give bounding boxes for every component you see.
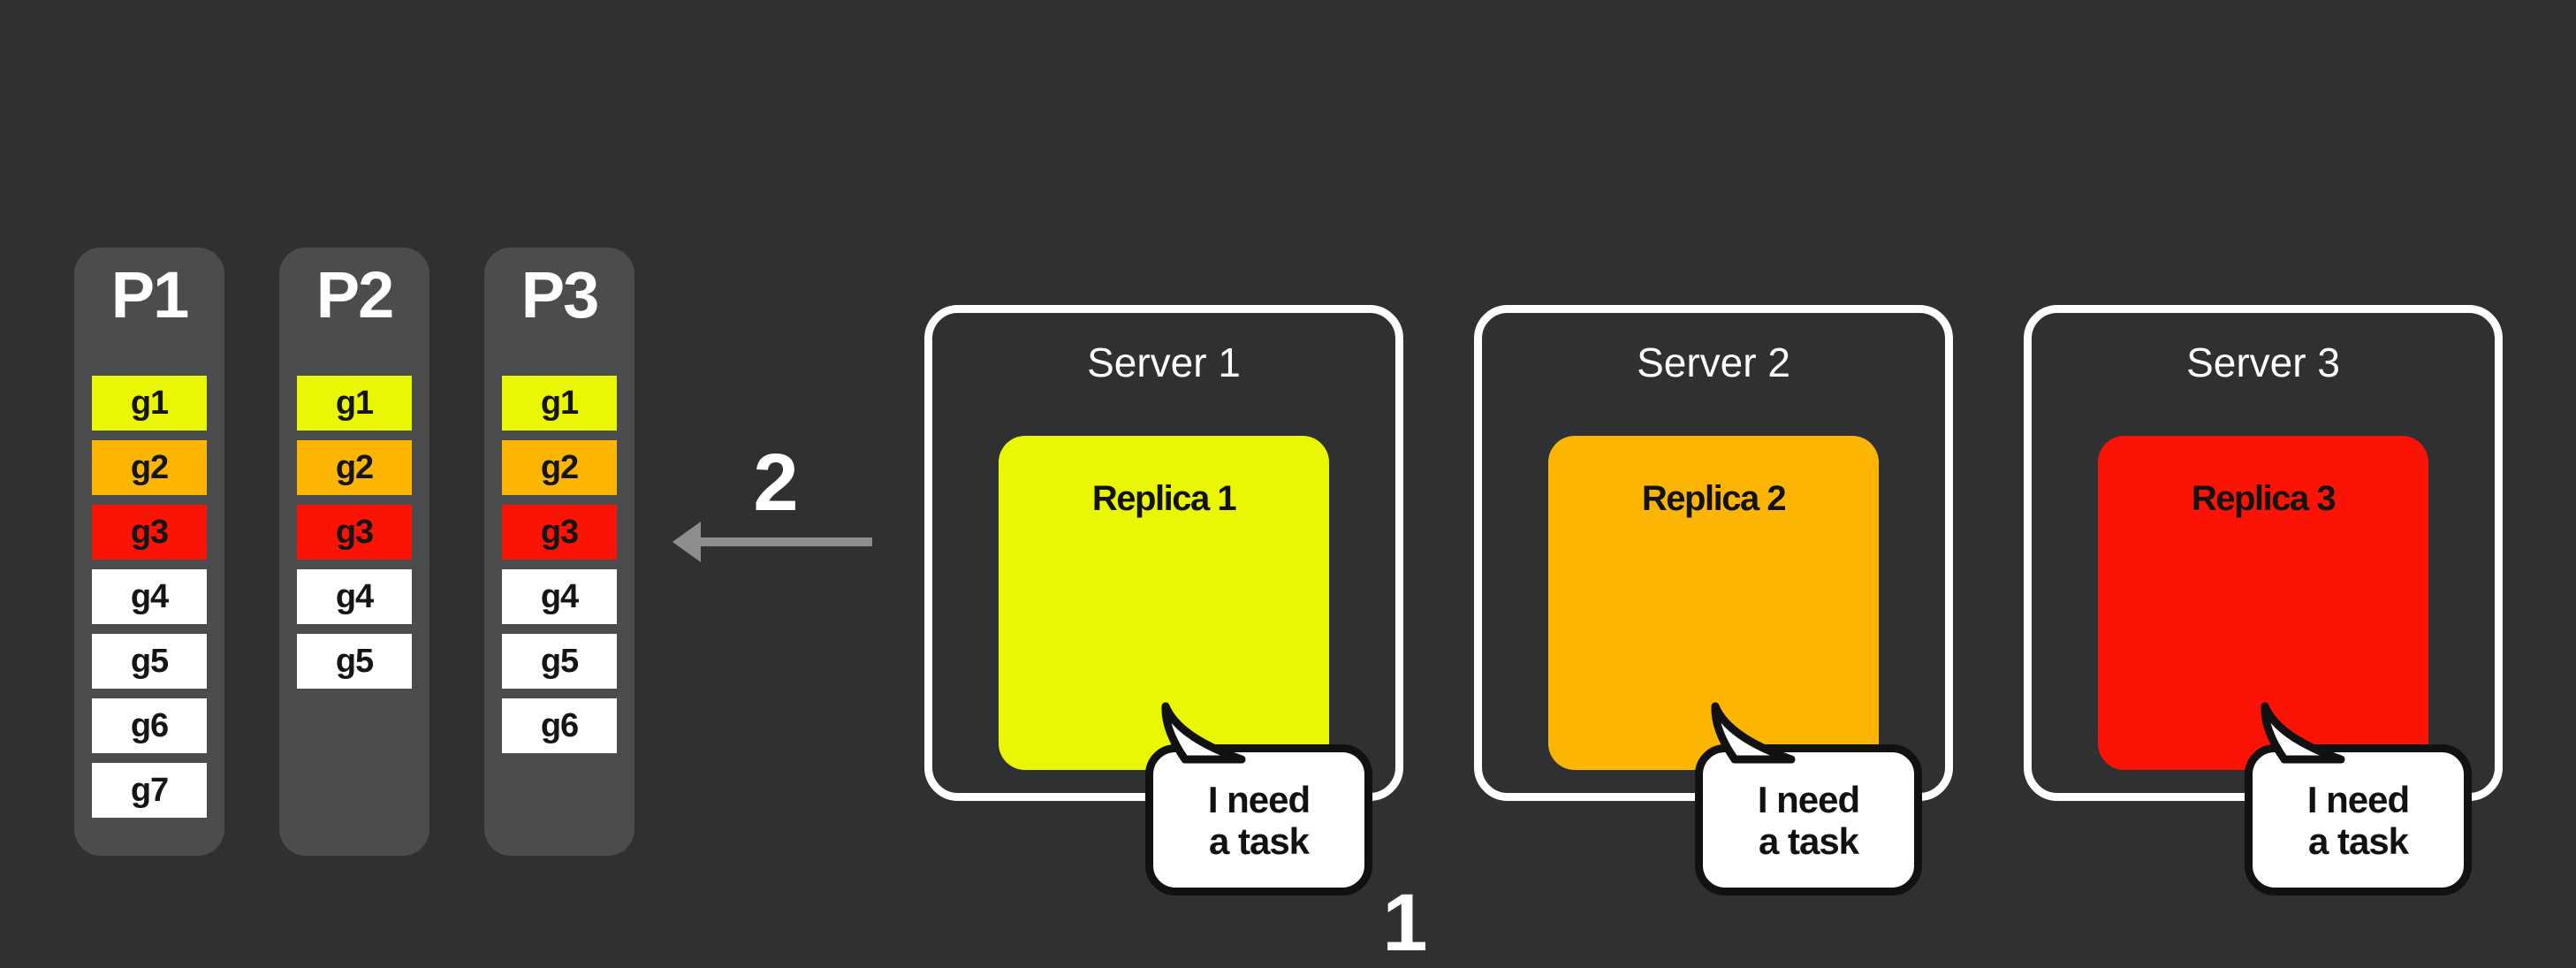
task-block: g7 (92, 763, 207, 818)
task-block: g4 (297, 569, 412, 624)
bubble-text-line: I need (1207, 778, 1311, 820)
task-block: g4 (92, 569, 207, 624)
partition-p2: P2 g1 g2 g3 g4 g5 (279, 248, 429, 856)
replica-title: Replica 2 (1641, 478, 1787, 518)
diagram-canvas: P1 g1 g2 g3 g4 g5 g6 g7 P2 g1 g2 g3 g4 g… (74, 248, 2503, 964)
speech-bubble-tail-icon (2261, 702, 2345, 764)
task-list-p2: g1 g2 g3 g4 g5 (279, 376, 429, 698)
speech-bubble-tail-icon (1711, 702, 1796, 764)
task-block: g5 (502, 634, 617, 689)
task-block: g2 (92, 440, 207, 495)
bubble-text-line: a task (2307, 819, 2409, 862)
task-block: g1 (92, 376, 207, 431)
bubble-text-line: I need (1757, 778, 1860, 820)
partition-p1: P1 g1 g2 g3 g4 g5 g6 g7 (74, 248, 224, 856)
task-block: g2 (502, 440, 617, 495)
server-title: Server 1 (1087, 339, 1241, 385)
task-block: g1 (297, 376, 412, 431)
task-block: g6 (92, 698, 207, 753)
task-block: g3 (502, 505, 617, 560)
partition-title: P3 (521, 257, 600, 332)
bubble-text-line: a task (1208, 819, 1310, 862)
arrow-left-icon (672, 522, 872, 562)
server-title: Server 2 (1637, 339, 1790, 385)
speech-bubble-server-2: I need a task (1695, 702, 1922, 896)
task-block: g3 (297, 505, 412, 560)
speech-bubble-server-3: I need a task (2245, 702, 2472, 896)
server-title: Server 3 (2186, 339, 2340, 385)
task-block: g2 (297, 440, 412, 495)
replica-title: Replica 1 (1091, 478, 1237, 518)
partition-p3: P3 g1 g2 g3 g4 g5 g6 (484, 248, 635, 856)
task-block: g5 (297, 634, 412, 689)
task-list-p3: g1 g2 g3 g4 g5 g6 (484, 376, 635, 763)
task-block: g3 (92, 505, 207, 560)
task-block: g1 (502, 376, 617, 431)
step-1-label: 1 (1382, 878, 1428, 968)
bubble-text-line: a task (1758, 819, 1859, 862)
speech-bubble-server-1: I need a task (1145, 702, 1372, 896)
speech-bubble-tail-icon (1161, 702, 1246, 764)
task-block: g5 (92, 634, 207, 689)
bubble-text-line: I need (2306, 778, 2410, 820)
partition-title: P2 (315, 257, 395, 332)
task-list-p1: g1 g2 g3 g4 g5 g6 g7 (74, 376, 224, 827)
partition-title: P1 (110, 257, 190, 332)
task-block: g4 (502, 569, 617, 624)
task-block: g6 (502, 698, 617, 753)
step-2-label: 2 (753, 438, 799, 528)
replica-title: Replica 3 (2191, 478, 2337, 518)
